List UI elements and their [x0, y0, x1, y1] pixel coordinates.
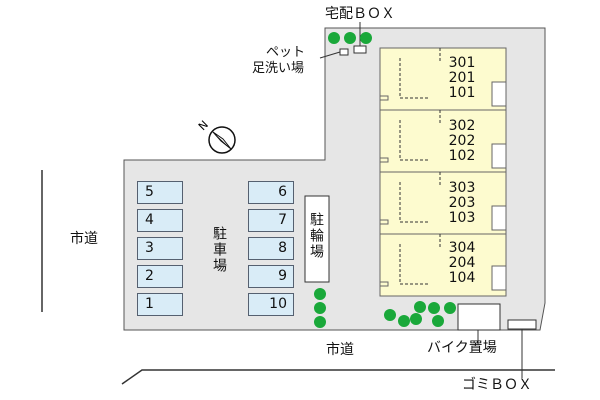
pet-wash-rect	[339, 48, 349, 56]
road-line-bottom	[121, 369, 555, 385]
parking-slot: 10	[248, 293, 294, 316]
unit-group-2: 302 202 102	[437, 119, 487, 164]
pet-wash-leader	[319, 51, 341, 59]
delivery-box-label: 宅配ＢＯＸ	[325, 6, 395, 22]
bicycle-parking-box	[304, 195, 330, 283]
tree-icon	[328, 32, 340, 44]
trash-box-label: ゴミＢＯＸ	[462, 377, 532, 393]
unit-number: 303	[448, 180, 476, 196]
trash-box-rect	[507, 319, 537, 330]
apartment-building	[379, 47, 507, 297]
bike-area-box	[457, 303, 501, 331]
parking-slot: 4	[137, 209, 183, 232]
parking-slot: 3	[137, 237, 183, 260]
tree-icon	[432, 315, 444, 327]
parking-lot-label: 駐車場	[211, 226, 227, 274]
bicycle-parking-label: 駐輪場	[308, 212, 324, 260]
bike-area-label: バイク置場	[427, 340, 497, 356]
unit-number: 201	[448, 70, 476, 86]
pet-wash-label-line2: 足洗い場	[252, 61, 305, 76]
unit-number: 103	[448, 210, 476, 226]
unit-number: 102	[448, 148, 476, 164]
tree-icon	[314, 302, 326, 314]
city-road-bottom-label: 市道	[326, 342, 354, 358]
unit-number: 301	[448, 55, 476, 71]
unit-group-4: 304 204 104	[437, 241, 487, 286]
unit-number: 302	[448, 118, 476, 134]
tree-icon	[428, 302, 440, 314]
tree-icon	[410, 313, 422, 325]
parking-slot: 8	[248, 237, 294, 260]
tree-icon	[414, 301, 426, 313]
city-road-left-label: 市道	[70, 231, 98, 247]
tree-icon	[398, 315, 410, 327]
unit-number: 101	[448, 85, 476, 101]
svg-text:N: N	[196, 118, 211, 133]
tree-icon	[360, 32, 372, 44]
unit-number: 204	[448, 255, 476, 271]
unit-number: 202	[448, 133, 476, 149]
parking-slot: 2	[137, 265, 183, 288]
unit-group-3: 303 203 103	[437, 181, 487, 226]
delivery-box-rect	[353, 45, 367, 54]
tree-icon	[384, 309, 396, 321]
parking-slot: 1	[137, 293, 183, 316]
parking-slot: 6	[248, 181, 294, 204]
north-compass-icon: N	[196, 118, 236, 154]
unit-group-1: 301 201 101	[437, 56, 487, 101]
pet-wash-label-line1: ペット	[266, 45, 306, 60]
tree-icon	[314, 316, 326, 328]
unit-number: 304	[448, 240, 476, 256]
unit-number: 203	[448, 195, 476, 211]
parking-slot: 5	[137, 181, 183, 204]
parking-slot: 9	[248, 265, 294, 288]
tree-icon	[344, 32, 356, 44]
tree-icon	[444, 302, 456, 314]
tree-icon	[314, 288, 326, 300]
parking-slot: 7	[248, 209, 294, 232]
unit-number: 104	[448, 270, 476, 286]
